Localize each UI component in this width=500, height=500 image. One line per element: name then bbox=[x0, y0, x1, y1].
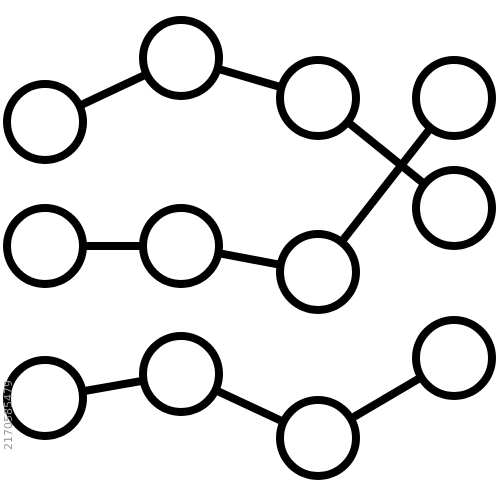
node-circle-n2 bbox=[139, 16, 223, 100]
node-circle-n1 bbox=[3, 80, 87, 164]
node-circle-n7 bbox=[139, 204, 223, 288]
node-circle-n3 bbox=[276, 56, 360, 140]
node-circle-n8 bbox=[276, 230, 360, 314]
node-circle-n5 bbox=[412, 166, 496, 250]
node-circle-n9 bbox=[3, 356, 87, 440]
node-group bbox=[3, 16, 496, 480]
node-circle-n4 bbox=[412, 56, 496, 140]
watermark-id: 2170585479 bbox=[2, 380, 15, 450]
node-circle-n11 bbox=[276, 396, 360, 480]
node-circle-n6 bbox=[3, 204, 87, 288]
node-circle-n12 bbox=[412, 316, 496, 400]
edge-group bbox=[41, 54, 458, 442]
node-circle-n10 bbox=[139, 332, 223, 416]
